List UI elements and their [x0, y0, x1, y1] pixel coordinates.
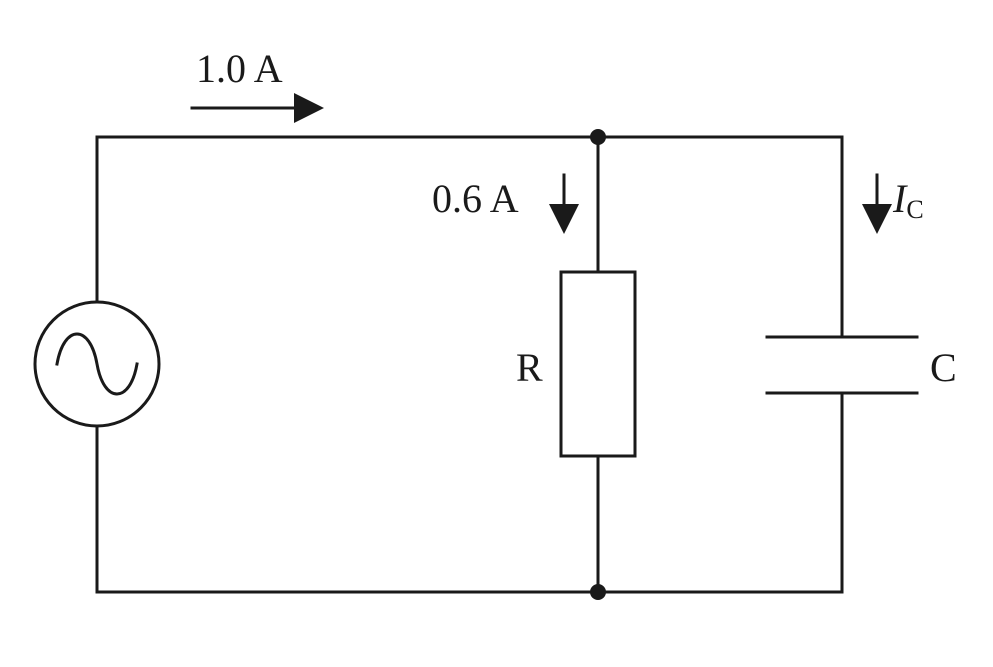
resistor-label: R: [516, 345, 543, 390]
resistor-current-label: 0.6 A: [432, 176, 519, 221]
wires: [95, 135, 844, 594]
ac-source-icon: [33, 300, 161, 428]
junction-dot-bottom: [590, 584, 606, 600]
capacitor-current-label: IC: [892, 176, 924, 224]
main-current-label: 1.0 A: [196, 46, 283, 91]
junction-dot-top: [590, 129, 606, 145]
resistor-body: [559, 270, 637, 458]
capacitor-label: C: [930, 345, 957, 390]
capacitor-current-subscript: C: [906, 195, 923, 224]
capacitor-current-symbol: I: [892, 176, 908, 221]
